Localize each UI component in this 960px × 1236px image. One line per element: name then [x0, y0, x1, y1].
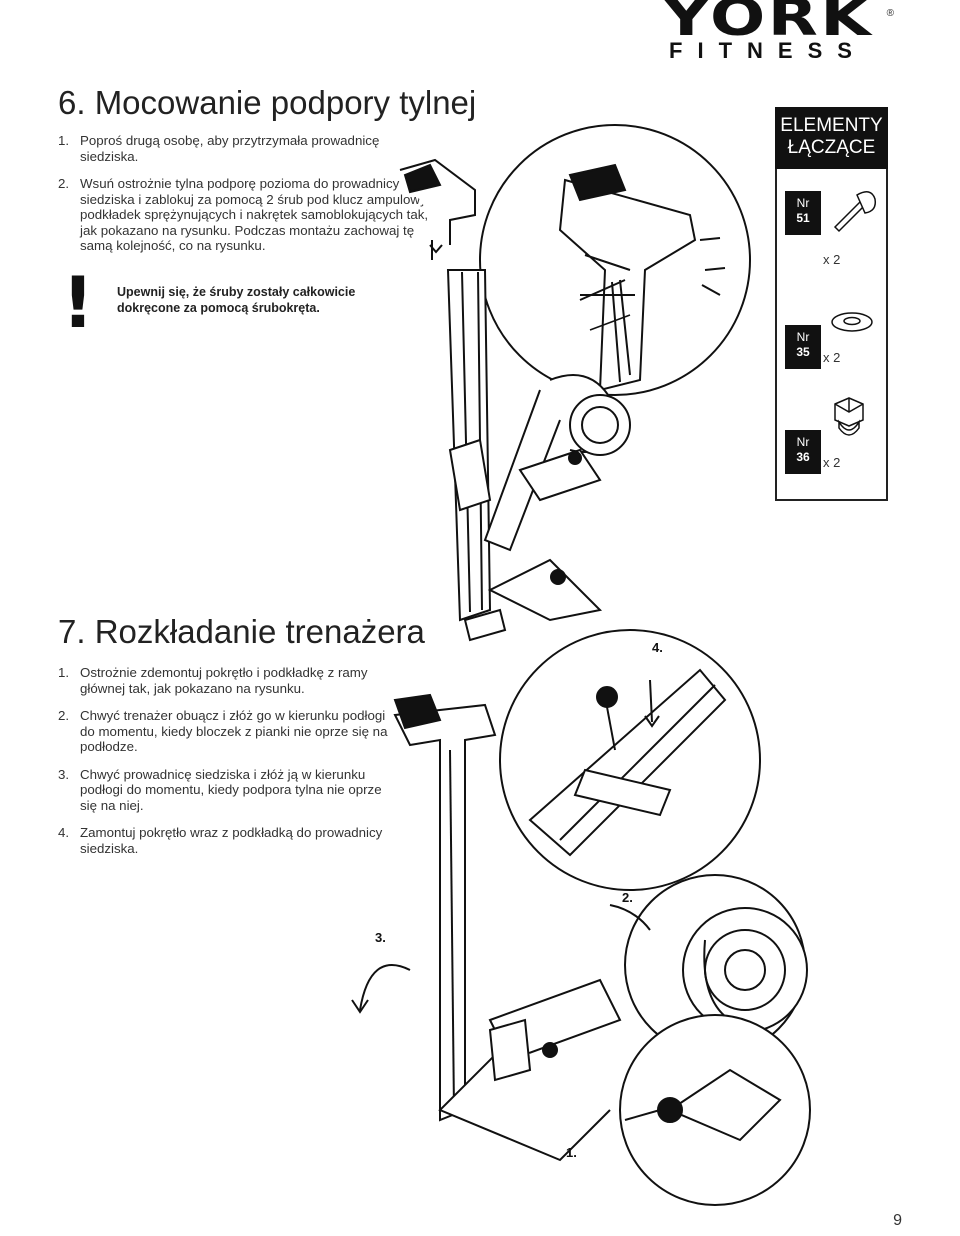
figure-label-3: 3. [375, 930, 386, 945]
section-7-steps: 1.Ostrożnie zdemontuj pokrętło i podkład… [58, 665, 388, 868]
list-item: 1.Poproś drugą osobę, aby przytrzymała p… [58, 133, 380, 164]
page-number: 9 [893, 1212, 902, 1229]
figure-label-4: 4. [652, 640, 663, 655]
part-qty-51: x 2 [823, 252, 841, 267]
section-7-title: 7. Rozkładanie trenażera [58, 613, 425, 650]
unfolding-illustration [351, 629, 811, 1206]
registered-mark: ® [886, 8, 894, 19]
york-fitness-logo: YORK FITNESS ® [648, 0, 894, 70]
section-6-steps: 1.Poproś drugą osobę, aby przytrzymała p… [58, 133, 438, 266]
washer-icon [831, 312, 873, 332]
exclamation-icon: ! [62, 262, 94, 344]
rear-support-illustration [399, 124, 751, 642]
list-item: 2.Chwyć trenażer obuącz i złóż go w kier… [58, 708, 388, 754]
logo-york-text: YORK [662, 0, 874, 48]
part-qty-35: x 2 [823, 350, 841, 365]
part-qty-36: x 2 [823, 455, 841, 470]
logo-fitness-text: FITNESS [669, 38, 867, 63]
list-item: 3.Chwyć prowadnicę siedziska i złóż ją w… [58, 766, 382, 813]
nut-icon [834, 397, 864, 436]
figure-label-1: 1. [566, 1145, 577, 1160]
list-item: 2.Wsuń ostrożnie tylna podporę pozioma d… [58, 176, 430, 253]
list-item: 4.Zamontuj pokrętło wraz z podkładką do … [58, 825, 383, 856]
bolt-icon [833, 191, 877, 233]
warning-text: Upewnij się, że śruby zostały całkowicie… [117, 285, 356, 315]
section-6-title: 6. Mocowanie podpory tylnej [58, 84, 477, 121]
list-item: 1.Ostrożnie zdemontuj pokrętło i podkład… [58, 665, 368, 696]
figure-label-2: 2. [622, 890, 633, 905]
parts-heading: ELEMENTY ŁĄCZĄCE [775, 107, 888, 169]
